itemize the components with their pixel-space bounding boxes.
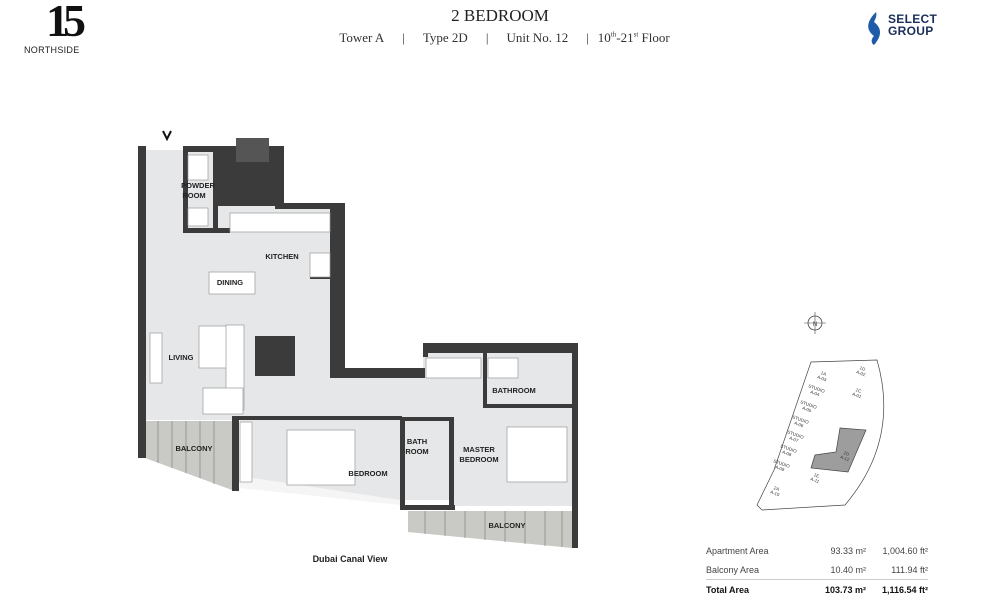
- unit-subtitle: Tower A|Type 2D|Unit No. 12|10th-21st Fl…: [339, 30, 670, 45]
- key-plan-unit-label: 1CA-01: [851, 387, 864, 400]
- key-plan-unit-label: 1AA-03: [816, 370, 829, 383]
- key-plan-unit-label: STUDIOA-07: [785, 429, 805, 444]
- svg-text:BEDROOM: BEDROOM: [459, 455, 498, 464]
- wardrobe-master: [425, 357, 482, 379]
- label-bath-room: BATH: [407, 437, 427, 446]
- balcony-hatch: [157, 421, 563, 547]
- key-plan-unit-label: 2DA-12: [839, 450, 852, 463]
- floor-range: 10th-21st Floor: [597, 30, 670, 45]
- toilet: [187, 154, 209, 181]
- master-bed: [506, 426, 568, 483]
- page-title: 2 BEDROOM: [451, 6, 549, 25]
- key-plan-unit-label: STUDIOA-08: [778, 443, 798, 458]
- furniture: [149, 154, 568, 486]
- tv-unit: [149, 332, 163, 384]
- key-plan-unit-label: STUDIOA-05: [798, 399, 818, 414]
- walls: [138, 138, 578, 548]
- key-plan-unit-label: STUDIOA-09: [771, 458, 791, 473]
- label-living: LIVING: [168, 353, 193, 362]
- label-balcony-bottom: BALCONY: [488, 521, 525, 530]
- key-plan-unit-label: 2AA-10: [769, 485, 782, 498]
- label-master-bedroom: MASTER: [463, 445, 495, 454]
- sink: [187, 207, 209, 227]
- svg-text:ROOM: ROOM: [405, 447, 428, 456]
- label-powder-room: POWDER: [181, 181, 215, 190]
- sofa-chaise: [202, 387, 244, 415]
- entrance-arrow-icon: [162, 130, 172, 142]
- type: Type 2D: [422, 30, 468, 45]
- tower: Tower A: [339, 30, 385, 45]
- logo-number: 15: [46, 0, 86, 46]
- label-kitchen: KITCHEN: [265, 252, 298, 261]
- key-plan-unit-label: 1DA-02: [855, 365, 868, 378]
- kitchen-counter: [229, 212, 331, 233]
- highlighted-unit-2d: [810, 427, 867, 473]
- key-plan-unit-label: 1EA-11: [810, 472, 823, 485]
- kitchen-island: [309, 252, 331, 278]
- label-bathroom: BATHROOM: [492, 386, 536, 395]
- label-balcony-left: BALCONY: [175, 444, 212, 453]
- select-group-logo-icon: [868, 12, 880, 45]
- unit-no: Unit No. 12: [506, 30, 569, 45]
- key-plan-labels: 1AA-031DA-021CA-01STUDIOA-04STUDIOA-05ST…: [769, 365, 868, 498]
- label-dining: DINING: [217, 278, 243, 287]
- wardrobe-bedroom: [239, 421, 253, 483]
- key-plan: [756, 359, 885, 511]
- view-label: Dubai Canal View: [312, 554, 388, 564]
- key-plan-unit-label: STUDIOA-04: [806, 383, 826, 398]
- balcony-left-area: [145, 421, 232, 490]
- balcony-bottom-area: [408, 511, 572, 548]
- logo-name: NORTHSIDE: [24, 45, 80, 55]
- compass-icon: N: [804, 312, 826, 334]
- structural-column: [255, 336, 295, 376]
- key-plan-unit-label: STUDIOA-06: [790, 414, 810, 429]
- svg-text:N: N: [813, 322, 817, 328]
- bedroom-window-floor: [240, 476, 400, 506]
- svg-text:ROOM: ROOM: [182, 191, 205, 200]
- bathroom-sink: [487, 357, 519, 379]
- bed: [286, 429, 356, 486]
- label-bedroom: BEDROOM: [348, 469, 387, 478]
- dining-table: [208, 271, 256, 295]
- room-labels: POWDER ROOM KITCHEN DINING LIVING BALCON…: [168, 181, 535, 530]
